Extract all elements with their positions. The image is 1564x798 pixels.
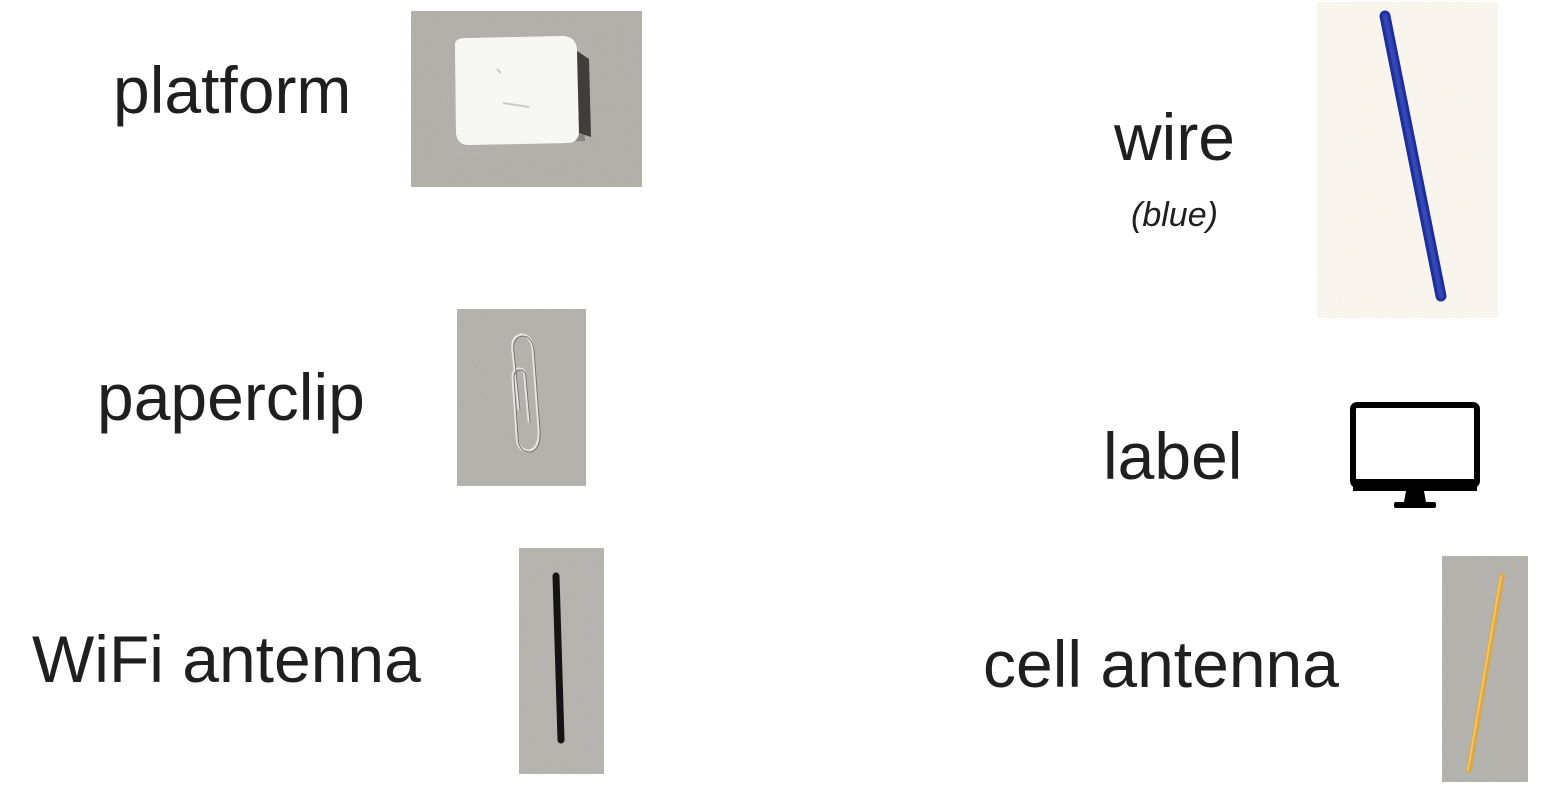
monitor-icon-graphic xyxy=(1350,402,1480,508)
platform-image xyxy=(411,11,642,187)
wifi-antenna-image xyxy=(519,548,604,774)
wire-label: wire xyxy=(1114,100,1236,174)
black-straw-graphic xyxy=(519,548,604,774)
paperclip-label: paperclip xyxy=(97,360,365,434)
platform-label: platform xyxy=(113,53,352,127)
wifi-antenna-label: WiFi antenna xyxy=(32,622,421,696)
cell-antenna-image xyxy=(1442,556,1528,782)
wire-note: (blue) xyxy=(1131,196,1218,234)
monitor-icon xyxy=(1350,402,1480,512)
foam-block-graphic xyxy=(411,11,642,187)
paperclip-image xyxy=(457,309,586,486)
wire-image xyxy=(1317,2,1498,318)
paperclip-graphic xyxy=(457,309,586,486)
blue-pipe-cleaner-graphic xyxy=(1317,2,1498,318)
label-item-label: label xyxy=(1103,419,1243,493)
yellow-straw-graphic xyxy=(1442,556,1528,782)
cell-antenna-label: cell antenna xyxy=(983,627,1339,701)
